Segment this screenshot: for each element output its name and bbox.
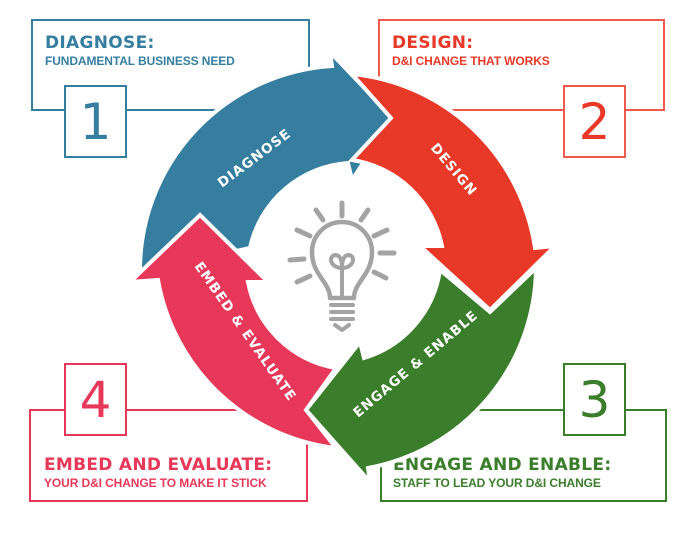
step-2-title: DESIGN: [392, 33, 474, 53]
step-2-subtitle: D&I CHANGE THAT WORKS [392, 54, 550, 68]
step-1-number: 1 [64, 85, 127, 158]
lightbulb-icon [287, 200, 397, 332]
step-1-title: DIAGNOSE: [45, 33, 155, 53]
step-4-number: 4 [64, 363, 127, 436]
design-arrow: DESIGN [347, 71, 561, 313]
step-1-subtitle: FUNDAMENTAL BUSINESS NEED [45, 54, 235, 68]
step-3-number: 3 [563, 363, 626, 436]
step-3-title: ENGAGE AND ENABLE: [393, 455, 612, 475]
step-2-number: 2 [563, 85, 626, 158]
embed-arrow: EMBED & EVALUATE [124, 212, 341, 451]
step-4-title: EMBED AND EVALUATE: [44, 455, 273, 475]
step-3-subtitle: STAFF TO LEAD YOUR D&I CHANGE [393, 476, 601, 490]
step-4-subtitle: YOUR D&I CHANGE TO MAKE IT STICK [44, 476, 267, 490]
